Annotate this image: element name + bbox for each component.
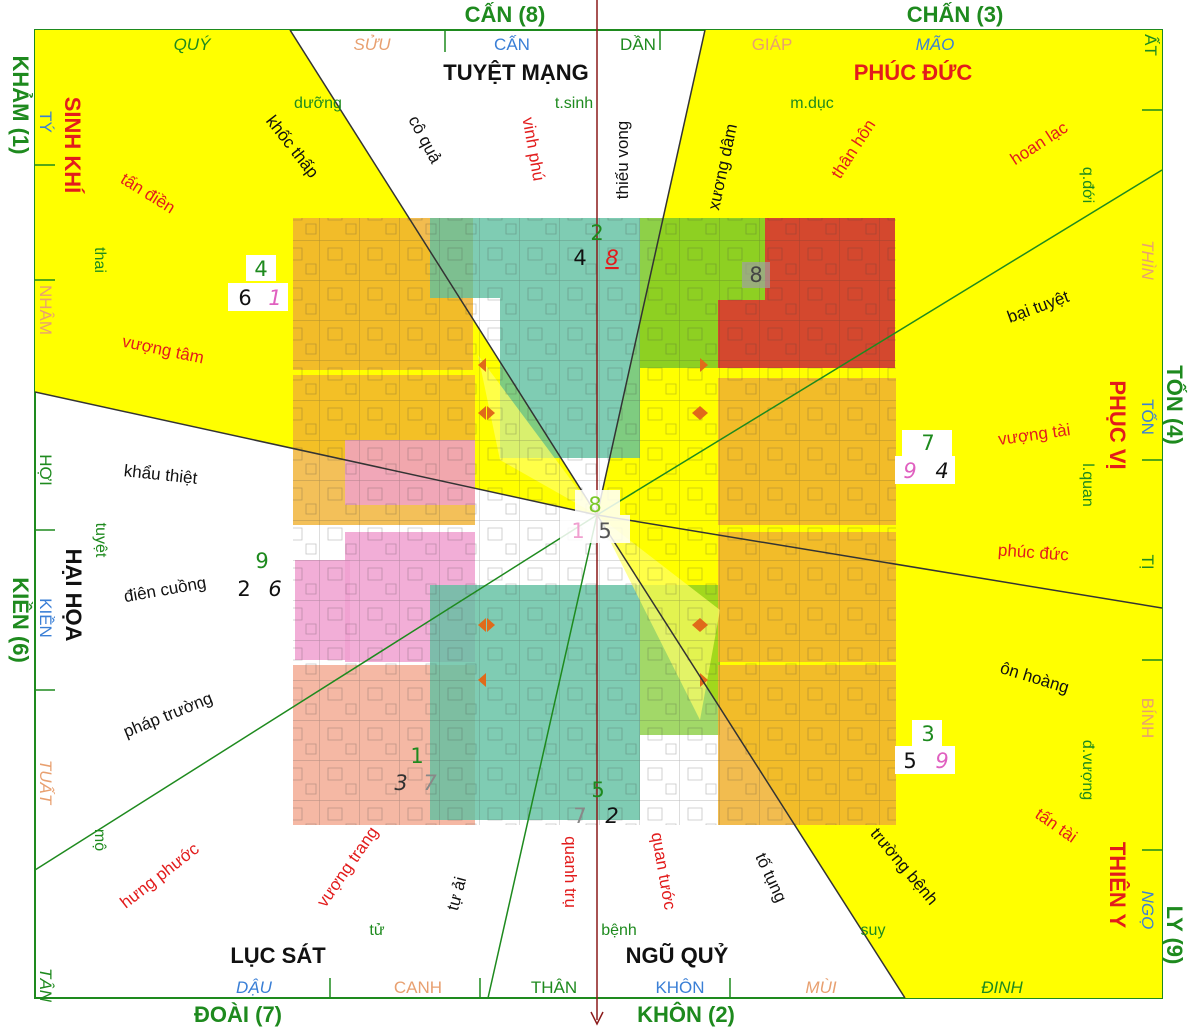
star-boxes	[228, 255, 955, 774]
star-e-right: 4	[935, 459, 948, 483]
mountain-mao: MÃO	[916, 35, 955, 54]
star-s-right: 2	[605, 804, 618, 828]
star-e-top: 7	[921, 431, 934, 455]
mountain-ngo: NGỌ	[1138, 891, 1157, 930]
mountain-than: THÂN	[531, 978, 577, 997]
mountain-canh: CANH	[394, 978, 442, 997]
zone-phuc-vi: PHỤC VỊ	[1105, 380, 1130, 469]
mountain-tan: TÂN	[36, 968, 55, 1003]
star-c-top: 8	[588, 493, 601, 517]
star-sw-left: 3	[394, 771, 407, 795]
zone-ngu-quy: NGŨ QUỶ	[626, 943, 729, 968]
star-s-top: 5	[591, 778, 604, 802]
stage-qdoi: q.đới	[1079, 167, 1096, 203]
star-e-left: 9	[903, 459, 916, 483]
mountain-mui: MÙI	[805, 978, 836, 997]
star-w-top: 9	[255, 549, 268, 573]
sector-lines	[35, 30, 1162, 998]
stage-thai: thai	[91, 247, 108, 273]
stage-tu: tử	[369, 922, 384, 939]
star-ne: 8	[749, 263, 762, 287]
star-c-left: 1	[571, 519, 584, 543]
mountain-quy: QUÝ	[174, 35, 213, 54]
zone-hai-hoa: HẠI HỌA	[61, 549, 86, 642]
mountain-at: ẤT	[1141, 34, 1160, 56]
star-nw-top: 4	[254, 257, 267, 281]
gua-chan-label: CHẤN (3)	[907, 2, 1004, 27]
zone-thien-y: THIÊN Y	[1105, 842, 1130, 929]
zone-tuyet-mang: TUYỆT MẠNG	[443, 60, 588, 85]
zone-luc-sat: LỤC SÁT	[230, 943, 326, 968]
mountain-hoi: HỢI	[36, 454, 55, 486]
frame-ticks	[35, 30, 1162, 998]
gua-khon-label: KHÔN (2)	[637, 1002, 735, 1027]
stage-benh: bệnh	[601, 922, 637, 939]
gua-ton-label: TỐN (4)	[1162, 365, 1188, 444]
mountain-dan: DẦN	[620, 35, 656, 54]
mountain-dinh: ĐINH	[981, 978, 1023, 997]
mountain-can: CẤN	[494, 35, 530, 54]
gua-kien-label: KIỀN (6)	[8, 577, 33, 663]
gua-ly-label: LY (9)	[1162, 906, 1187, 965]
phrase-phuc-duc-small: phúc đức	[997, 541, 1070, 565]
star-w-right: 6	[268, 577, 281, 601]
star-sw-right: 7	[423, 771, 437, 795]
star-c-right: 5	[598, 519, 611, 543]
star-n-top: 2	[590, 221, 603, 245]
mountain-binh: BÍNH	[1138, 698, 1157, 739]
stage-duong: dưỡng	[294, 95, 342, 112]
star-n-right: 8	[605, 246, 618, 270]
star-se-left: 5	[903, 749, 916, 773]
stage-suy: suy	[861, 922, 886, 939]
star-se-right: 9	[935, 749, 948, 773]
mountain-suu: SỬU	[353, 35, 391, 54]
gua-kham-label: KHẢM (1)	[8, 56, 33, 155]
stage-tuyet: tuyệt	[92, 523, 109, 558]
mountain-kien: KIỀN	[36, 598, 55, 638]
stage-lquan: l.quan	[1079, 463, 1096, 507]
zone-phuc-duc: PHÚC ĐỨC	[854, 60, 973, 85]
zone-sinh-khi: SINH KHÍ	[60, 97, 85, 194]
star-nw-right: 1	[268, 286, 281, 310]
mountain-khon: KHÔN	[655, 978, 704, 997]
mountain-ton: TỐN	[1138, 399, 1158, 435]
star-sw-top: 1	[410, 744, 423, 768]
stage-mo: mộ	[91, 829, 108, 851]
mountain-ty: TÝ	[36, 111, 55, 133]
star-w-left: 2	[237, 577, 250, 601]
stage-dvuong: đ.vượng	[1079, 740, 1096, 800]
phrase-quanh-tru: quanh trụ	[561, 836, 580, 908]
phrase-thieu-vong: thiếu vong	[613, 121, 632, 199]
gua-doai-label: ĐOÀI (7)	[194, 1002, 282, 1027]
stage-mduc: m.dục	[790, 95, 834, 112]
mountain-thin: THÌN	[1138, 240, 1157, 280]
gua-can-label: CẤN (8)	[465, 2, 546, 27]
star-s-left: 7	[573, 804, 586, 828]
star-n-left: 4	[573, 246, 586, 270]
star-nw-left: 6	[238, 286, 251, 310]
stage-tsinh: t.sinh	[555, 95, 593, 112]
mountain-tuat: TUẤT	[36, 760, 55, 806]
mountain-giap: GIÁP	[752, 35, 793, 54]
star-se-top: 3	[921, 722, 934, 746]
mountain-dau: DẬU	[236, 978, 273, 997]
mountain-nham: NHÂM	[36, 285, 55, 335]
mountain-ti: TỊ	[1138, 554, 1157, 569]
